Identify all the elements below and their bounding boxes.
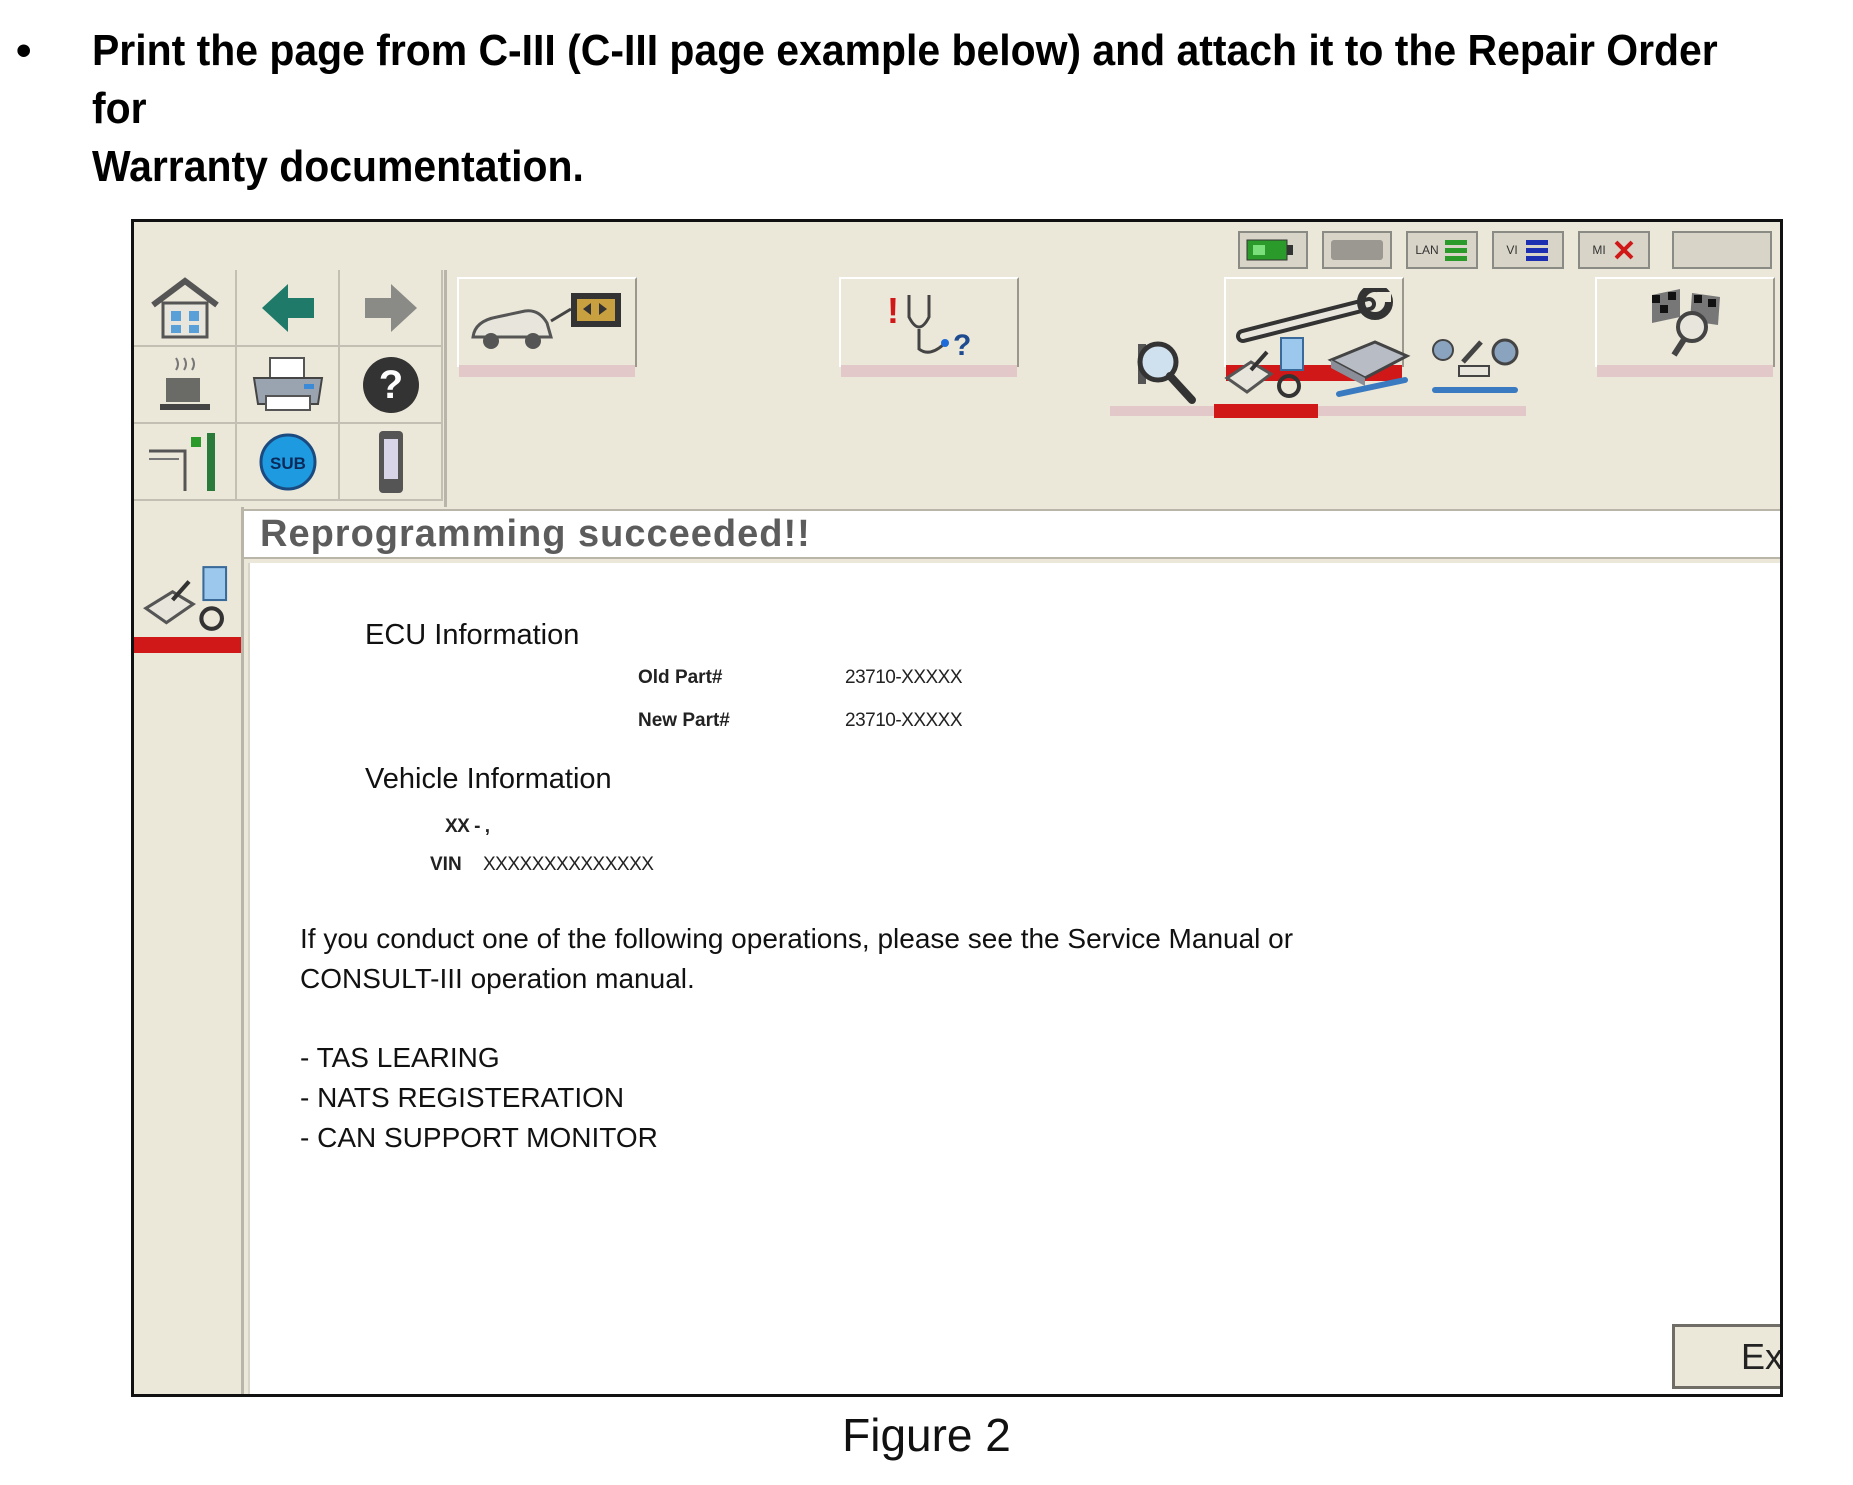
instruction-line-1: Print the page from C-III (C-III page ex… bbox=[92, 26, 1718, 133]
mi-indicator: MI bbox=[1578, 231, 1650, 269]
lan-indicator: LAN bbox=[1406, 231, 1478, 269]
figure-caption: Figure 2 bbox=[842, 1409, 1011, 1461]
vi-label: VI bbox=[1506, 243, 1518, 257]
list-item: - NATS REGISTERATION bbox=[300, 1082, 625, 1113]
consult-screen: LAN VI MI ? bbox=[131, 219, 1783, 1397]
lan-bars-icon bbox=[1444, 240, 1467, 261]
help-button[interactable]: ? bbox=[340, 347, 443, 424]
blank-status-box bbox=[1672, 231, 1772, 269]
sub-icon: SUB bbox=[259, 433, 316, 490]
sub-mode-button[interactable]: SUB bbox=[237, 424, 340, 501]
printer-icon bbox=[252, 356, 323, 411]
tab-connection-indicator bbox=[459, 365, 635, 377]
ecu-replacement-icon bbox=[1327, 340, 1411, 397]
subtab-ecu-identification[interactable] bbox=[1110, 330, 1214, 416]
tools-icon bbox=[1432, 338, 1519, 393]
arrow-left-icon bbox=[261, 283, 314, 332]
lan-label: LAN bbox=[1415, 243, 1439, 257]
svg-text:SUB: SUB bbox=[270, 454, 306, 473]
magnifier-icon bbox=[1137, 341, 1196, 404]
mi-error-icon bbox=[1614, 240, 1634, 260]
battery-indicator-icon bbox=[1238, 231, 1308, 269]
new-part-value: 23710-XXXXX bbox=[845, 710, 963, 731]
quick-button-grid: ? SUB bbox=[134, 270, 447, 507]
mi-label: MI bbox=[1592, 243, 1606, 257]
operation-list: - TAS LEARING - NATS REGISTERATION - CAN… bbox=[300, 1038, 658, 1158]
side-active-indicator bbox=[134, 637, 241, 653]
result-content: ECU Information Old Part# 23710-XXXXX Ne… bbox=[248, 563, 1780, 1394]
vi-device-button[interactable] bbox=[340, 424, 443, 501]
status-bar: LAN VI MI bbox=[1238, 228, 1772, 272]
screen-capture-button[interactable] bbox=[134, 424, 237, 501]
old-part-label: Old Part# bbox=[638, 667, 723, 688]
tab-connection[interactable] bbox=[457, 277, 637, 377]
list-item: - CAN SUPPORT MONITOR bbox=[300, 1122, 658, 1153]
svg-text:?: ? bbox=[378, 363, 402, 407]
side-panel bbox=[134, 507, 244, 1394]
subtab-work-items[interactable] bbox=[1422, 330, 1526, 416]
vi-device-icon bbox=[378, 430, 403, 493]
subtab-replacement-indicator bbox=[1318, 406, 1422, 416]
list-item: - TAS LEARING bbox=[300, 1042, 500, 1073]
stethoscope-icon: !? bbox=[887, 290, 971, 359]
vin-label: VIN bbox=[430, 854, 462, 875]
coffee-cup-icon bbox=[159, 356, 210, 410]
subtab-ecu-identification-indicator bbox=[1110, 406, 1214, 416]
print-button[interactable] bbox=[237, 347, 340, 424]
bullet-point: • bbox=[16, 26, 32, 75]
forward-button[interactable] bbox=[340, 270, 443, 347]
wrench-icon bbox=[1236, 288, 1393, 343]
vin-value: XXXXXXXXXXXXXX bbox=[483, 854, 654, 875]
home-icon bbox=[150, 276, 219, 338]
tab-diagnosis[interactable]: !? bbox=[839, 277, 1019, 377]
exit-button[interactable]: Exit bbox=[1672, 1324, 1780, 1389]
svg-text:?: ? bbox=[953, 329, 971, 359]
subtab-work-items-indicator bbox=[1422, 406, 1526, 416]
vi-bars-icon bbox=[1525, 240, 1548, 261]
instruction-text: Print the page from C-III (C-III page ex… bbox=[92, 22, 1720, 196]
vehicle-info-heading: Vehicle Information bbox=[365, 763, 612, 795]
old-part-value: 23710-XXXXX bbox=[845, 667, 963, 688]
ecu-info-heading: ECU Information bbox=[365, 619, 580, 651]
car-connection-icon bbox=[471, 293, 621, 349]
side-reprogramming-button[interactable] bbox=[134, 561, 241, 637]
notice-text: If you conduct one of the following oper… bbox=[300, 919, 1293, 999]
notice-line-1: If you conduct one of the following oper… bbox=[300, 923, 1294, 954]
vi-indicator: VI bbox=[1492, 231, 1564, 269]
tab-finish[interactable] bbox=[1595, 277, 1775, 377]
subtab-reprogramming-indicator bbox=[1214, 404, 1318, 418]
screen-title: Reprogramming succeeded!! bbox=[244, 509, 1780, 559]
vehicle-model: XX - , bbox=[445, 816, 490, 837]
blank-indicator-icon bbox=[1322, 231, 1392, 269]
checkered-flag-icon bbox=[1652, 289, 1720, 357]
svg-text:!: ! bbox=[887, 290, 899, 331]
tab-finish-indicator bbox=[1597, 365, 1773, 377]
instruction-line-2: Warranty documentation. bbox=[92, 142, 584, 191]
reprogramming-icon bbox=[1224, 337, 1304, 398]
help-icon: ? bbox=[362, 356, 419, 413]
tab-diagnosis-indicator bbox=[841, 365, 1017, 377]
screen-capture-icon bbox=[148, 432, 215, 491]
new-part-label: New Part# bbox=[638, 710, 730, 731]
sleep-button[interactable] bbox=[134, 347, 237, 424]
side-reprogramming-icon bbox=[142, 566, 227, 631]
back-button[interactable] bbox=[237, 270, 340, 347]
subtab-replacement[interactable] bbox=[1318, 330, 1422, 416]
notice-line-2: CONSULT-III operation manual. bbox=[300, 963, 695, 994]
subtab-reprogramming[interactable] bbox=[1214, 330, 1318, 418]
home-button[interactable] bbox=[134, 270, 237, 347]
arrow-right-icon bbox=[364, 283, 417, 332]
